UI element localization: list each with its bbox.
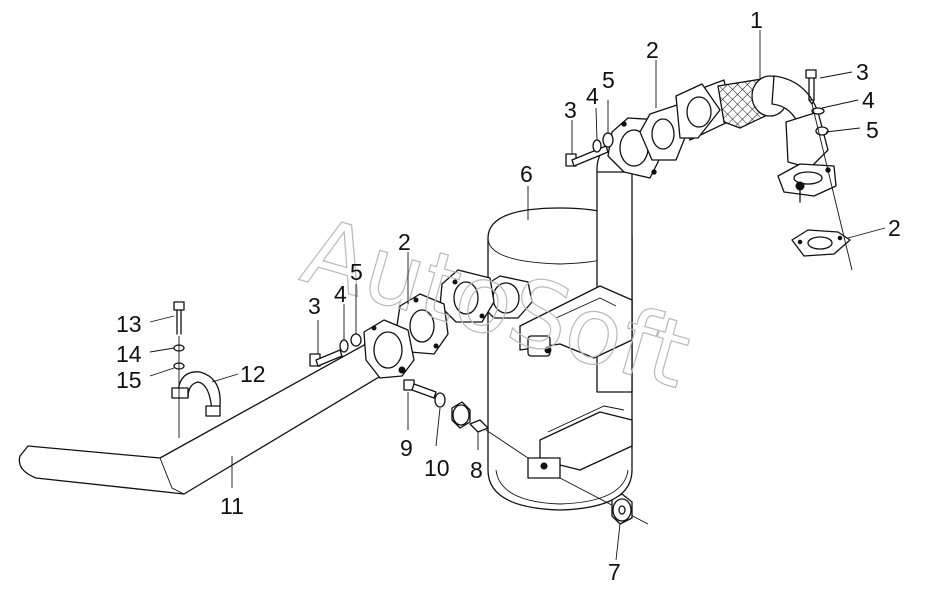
washer-10 (434, 392, 446, 408)
callout-7-bushing: 7 (608, 559, 621, 585)
callout-8-spacer: 8 (470, 457, 483, 483)
muffler-lower-bracket (527, 405, 633, 479)
spacer-8 (469, 419, 489, 433)
rubber-bushing-7 (611, 493, 633, 525)
callout-5-upper-washer: 5 (602, 67, 615, 93)
callout-2-upper-gasket: 2 (646, 37, 659, 63)
rubber-bushing (451, 401, 471, 429)
bolt-right (805, 69, 817, 105)
washer-upper-4 (592, 139, 602, 153)
washer-middle-5 (350, 333, 362, 347)
leader-lines (149, 30, 886, 561)
bolt-13 (173, 301, 185, 335)
callout-3-right-bolt: 3 (856, 59, 869, 85)
callout-9-bolt: 9 (400, 435, 413, 461)
callout-3-upper-bolt: 3 (564, 97, 577, 123)
flex-pipe-assembly (607, 75, 837, 203)
callout-5-right-washer: 5 (866, 117, 879, 143)
callout-15-washer: 15 (116, 367, 142, 393)
callout-3-middle-bolt: 3 (308, 293, 321, 319)
callout-4-middle-washer: 4 (334, 281, 347, 307)
callout-2-lower-gasket: 2 (888, 215, 901, 241)
washer-middle-4 (339, 339, 349, 353)
clamp-12 (171, 371, 221, 417)
callout-11-tailpipe: 11 (220, 493, 244, 519)
bolt-middle (309, 349, 343, 367)
callout-numbers: 1 2 2 2 3 3 3 4 4 4 5 5 5 6 7 8 9 10 11 … (116, 7, 901, 585)
callout-2-middle-gasket: 2 (398, 229, 411, 255)
callout-13-bolt: 13 (116, 311, 142, 337)
callout-4-right-washer: 4 (862, 87, 875, 113)
callout-6-muffler: 6 (520, 161, 533, 187)
callout-12-clamp: 12 (240, 361, 266, 387)
gasket-lower-right (791, 229, 851, 257)
callout-1-flex-pipe: 1 (750, 7, 763, 33)
callout-10-washer: 10 (424, 455, 450, 481)
bolt-9 (403, 379, 437, 399)
washer-upper-5 (602, 132, 614, 148)
callout-5-middle-washer: 5 (350, 259, 363, 285)
callout-14-washer: 14 (116, 341, 142, 367)
muffler-upper-bracket (519, 285, 633, 359)
muffler-outlet-connection (439, 269, 533, 323)
callout-4-upper-washer: 4 (586, 83, 599, 109)
washer-right-4 (811, 107, 825, 115)
tailpipe (18, 319, 415, 495)
